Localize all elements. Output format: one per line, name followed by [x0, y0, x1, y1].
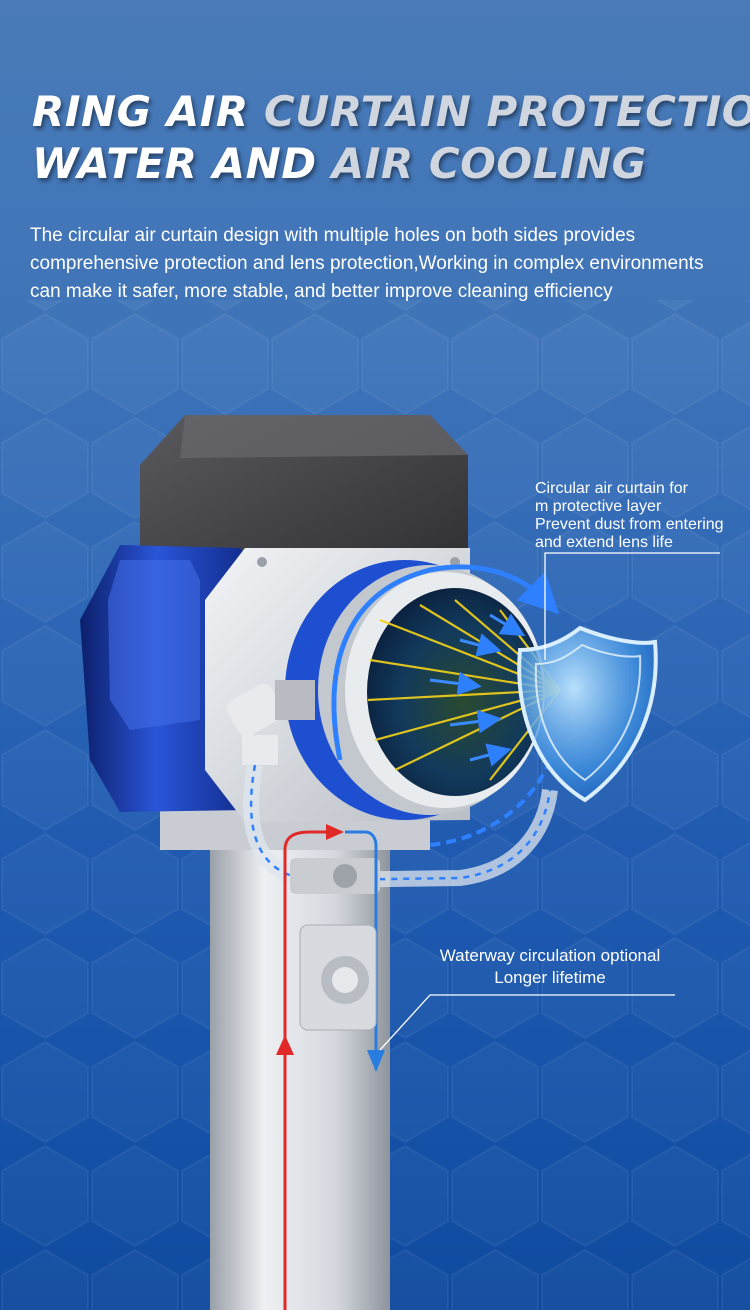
headline-line-1-white: RING AIR	[32, 87, 264, 136]
air-curtain-arrow-bottom	[429, 759, 552, 847]
callout-air-line-1: Circular air curtain for	[535, 480, 688, 497]
headline-line-2: WATER AND AIR COOLING	[32, 138, 750, 190]
callout-air-curtain: Circular air curtain for m protective la…	[535, 480, 747, 552]
callout-air-line-3: Prevent dust from entering	[535, 516, 724, 533]
callout-water-line-1: Waterway circulation optional	[439, 946, 661, 965]
water-out-line	[345, 830, 378, 1070]
air-curtain-arrow-top	[331, 564, 560, 761]
callout-water-leader	[379, 994, 675, 1051]
headline-line-2-white: WATER AND	[32, 139, 332, 188]
lens-flow-arrows	[429, 613, 526, 767]
headline-line-1: RING AIR CURTAIN PROTECTION	[32, 86, 750, 138]
callout-air-line-2: m protective layer	[535, 498, 662, 515]
elbow-fitting	[227, 683, 283, 737]
callout-air-line-4: and extend lens life	[535, 534, 673, 551]
headline-line-2-grey: AIR COOLING	[331, 139, 647, 188]
callout-water-line-2: Longer lifetime	[494, 968, 606, 987]
callout-air-leader	[544, 552, 720, 660]
headline: RING AIR CURTAIN PROTECTION WATER AND AI…	[32, 86, 750, 190]
water-in-line	[283, 830, 340, 1310]
shield-icon	[517, 625, 658, 803]
headline-line-1-grey: CURTAIN PROTECTION	[263, 87, 750, 136]
callout-waterway: Waterway circulation optional Longer lif…	[400, 945, 700, 989]
intro-paragraph: The circular air curtain design with mul…	[30, 225, 704, 302]
pillar	[210, 830, 390, 1310]
